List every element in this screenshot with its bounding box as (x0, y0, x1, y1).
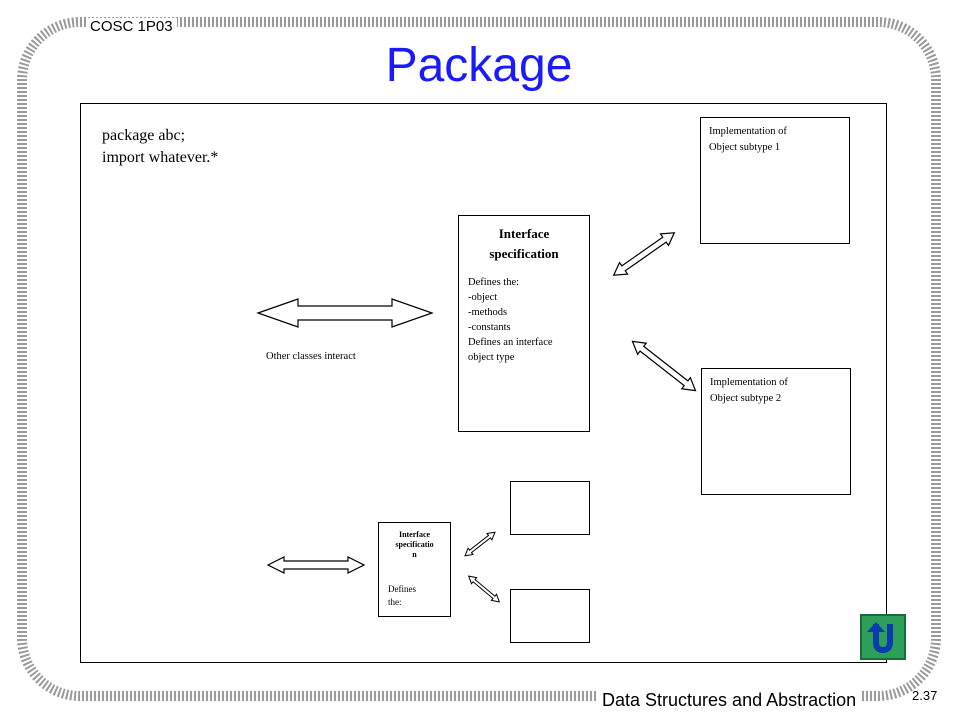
course-code: COSC 1P03 (86, 18, 177, 35)
double-arrow-lower-right (631, 340, 697, 392)
interface-line: -constants (468, 322, 511, 333)
double-arrow-small-lower (467, 575, 501, 603)
implementation-box-1: Implementation of Object subtype 1 (700, 117, 850, 244)
code-line-import: import whatever.* (102, 149, 219, 166)
home-button[interactable] (860, 614, 906, 660)
interface-small-body: Defines the: (388, 583, 416, 609)
interface-spec-body: Defines the: -object -methods -constants… (468, 275, 553, 365)
double-arrow-large (256, 298, 434, 328)
impl1-line2: Object subtype 1 (709, 142, 781, 153)
diagram-panel (80, 103, 887, 663)
double-arrow-small (266, 556, 366, 574)
code-line-package: package abc; (102, 127, 186, 144)
interface-line: -object (468, 292, 498, 303)
interface-line: Defines the: (468, 277, 520, 288)
page-number: 2.37 (912, 688, 938, 703)
small-title-line2: specificatio (395, 540, 434, 549)
implementation-small-box-1 (510, 481, 590, 535)
small-title-line3: n (412, 550, 417, 559)
interface-spec-box: Interface specification Defines the: -ob… (458, 215, 590, 432)
impl2-line1: Implementation of (710, 377, 788, 388)
interface-small-title: Interface specificatio n (379, 530, 450, 560)
footer-course-title: Data Structures and Abstraction (598, 690, 861, 711)
double-arrow-small-upper (464, 531, 496, 557)
other-classes-label: Other classes interact (266, 351, 356, 362)
interface-line: -methods (468, 307, 508, 318)
interface-title-line1: Interface (498, 226, 550, 241)
slide-title: Package (385, 39, 573, 92)
interface-spec-title: Interface specification (459, 224, 589, 264)
code-block: package abc; import whatever.* (102, 125, 218, 169)
impl1-line1: Implementation of (709, 126, 787, 137)
u-turn-icon (867, 622, 893, 654)
double-arrow-upper-right (612, 232, 676, 276)
interface-title-line2: specification (489, 246, 559, 261)
interface-line: object type (468, 352, 515, 363)
small-title-line1: Interface (398, 530, 431, 539)
interface-spec-small-box: Interface specificatio n Defines the: (378, 522, 451, 617)
interface-line: Defines an interface (468, 337, 553, 348)
small-body-line2: the: (388, 597, 402, 607)
implementation-box-2: Implementation of Object subtype 2 (701, 368, 851, 495)
implementation-small-box-2 (510, 589, 590, 643)
impl2-line2: Object subtype 2 (710, 393, 782, 404)
small-body-line1: Defines (388, 584, 416, 594)
